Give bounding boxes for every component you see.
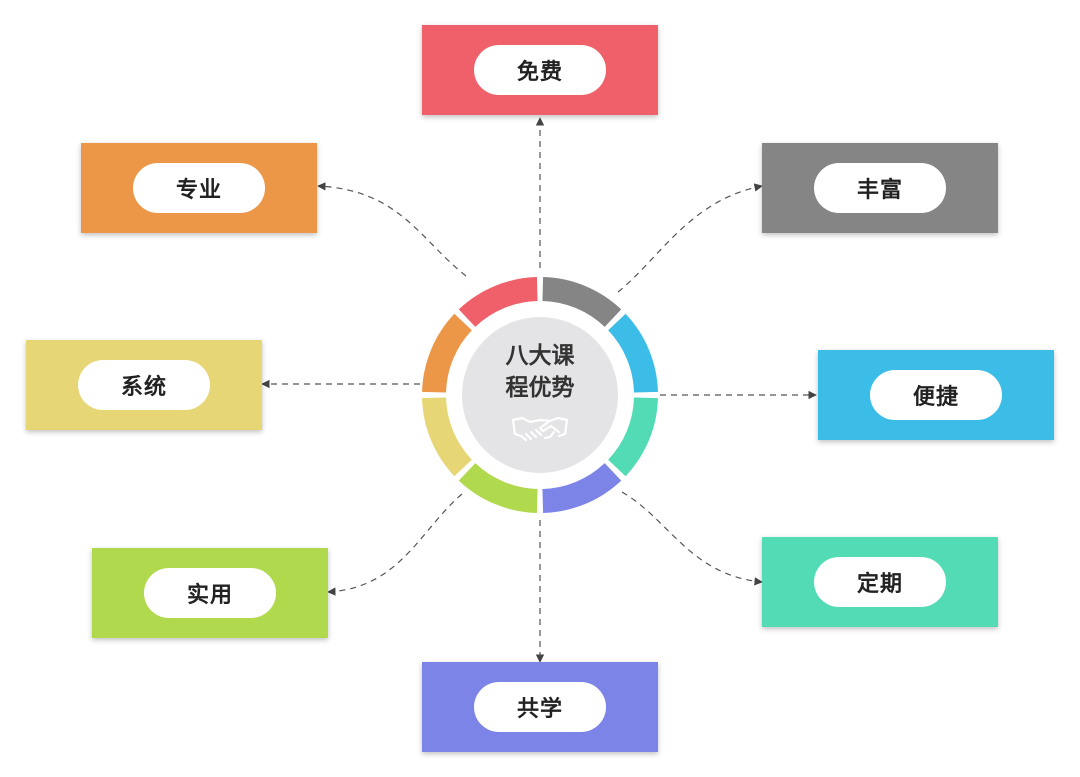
connector-practical: [327, 493, 463, 596]
hub-title: 八大课 程优势: [470, 340, 610, 404]
node-systematic-label: 系统: [78, 360, 210, 410]
node-shared: 共学: [422, 662, 658, 752]
node-free: 免费: [422, 25, 658, 115]
hub-title-line1: 八大课: [505, 343, 575, 369]
ring-segment-rich: [542, 277, 622, 327]
hub-core: [462, 317, 618, 473]
handshake-icon: [511, 416, 569, 442]
node-professional-label: 专业: [133, 163, 265, 213]
connector-regular: [621, 491, 763, 586]
hub-title-line2: 程优势: [505, 375, 575, 401]
node-rich-label: 丰富: [814, 163, 946, 213]
node-practical: 实用: [92, 548, 328, 638]
node-systematic: 系统: [26, 340, 262, 430]
node-practical-label: 实用: [144, 568, 276, 618]
node-regular: 定期: [762, 537, 998, 627]
ring-segment-regular: [608, 397, 658, 477]
connector-professional: [317, 182, 467, 277]
ring-segment-systematic: [422, 397, 472, 477]
node-convenient-label: 便捷: [870, 370, 1002, 420]
connector-rich: [617, 183, 763, 293]
ring-segment-convenient: [608, 313, 658, 393]
hub-ring: [422, 277, 658, 513]
ring-segment-practical: [458, 463, 538, 513]
node-shared-label: 共学: [474, 682, 606, 732]
ring-segment-professional: [422, 313, 472, 393]
node-professional: 专业: [81, 143, 317, 233]
ring-segment-shared: [542, 463, 622, 513]
node-rich: 丰富: [762, 143, 998, 233]
node-free-label: 免费: [474, 45, 606, 95]
node-regular-label: 定期: [814, 557, 946, 607]
node-convenient: 便捷: [818, 350, 1054, 440]
ring-segment-free: [458, 277, 538, 327]
